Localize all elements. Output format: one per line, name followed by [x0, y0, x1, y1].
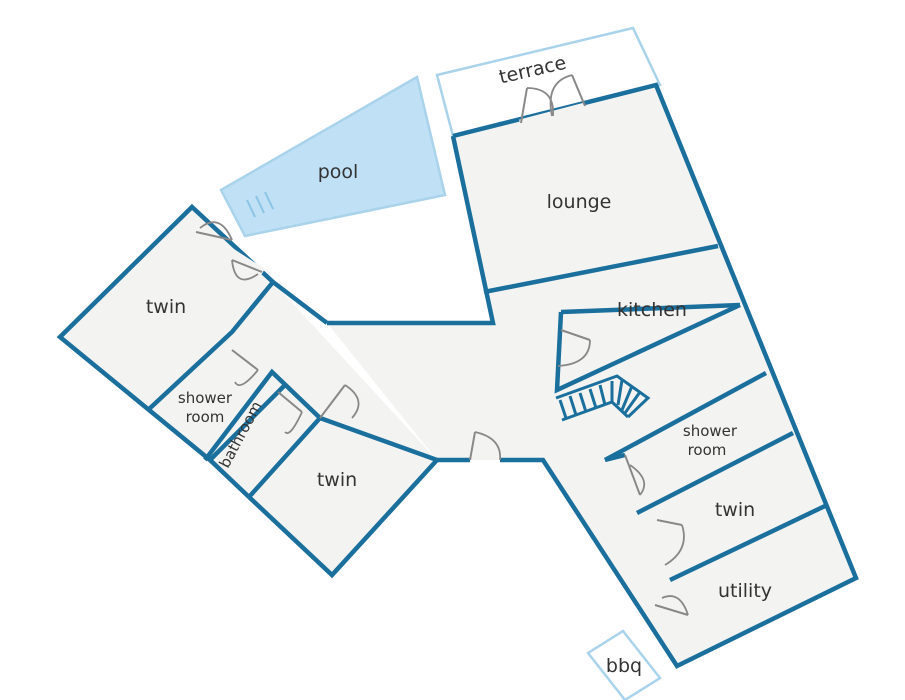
walls — [56, 82, 859, 669]
twin-south-label: twin — [317, 469, 357, 491]
shower-room-east-label-line1: shower — [683, 422, 738, 440]
kitchen-label: kitchen — [617, 299, 687, 321]
shower-room-west-label-line1: shower — [178, 389, 233, 407]
shower-room-west-label-line2: room — [186, 408, 225, 426]
lounge-label: lounge — [547, 191, 612, 213]
pool-steps — [246, 191, 274, 218]
terrace-area — [435, 26, 662, 138]
pool-label: pool — [318, 161, 359, 183]
twin-east-label: twin — [715, 499, 755, 521]
shower-room-east-label-line2: room — [688, 441, 727, 459]
bbq-area — [586, 629, 662, 700]
interior-floor — [60, 85, 856, 666]
utility-label: utility — [718, 580, 772, 602]
doors — [193, 74, 689, 616]
staircase — [555, 374, 651, 422]
bbq-label: bbq — [606, 655, 642, 677]
twin-west-label: twin — [146, 296, 186, 318]
pool-area — [219, 75, 447, 238]
